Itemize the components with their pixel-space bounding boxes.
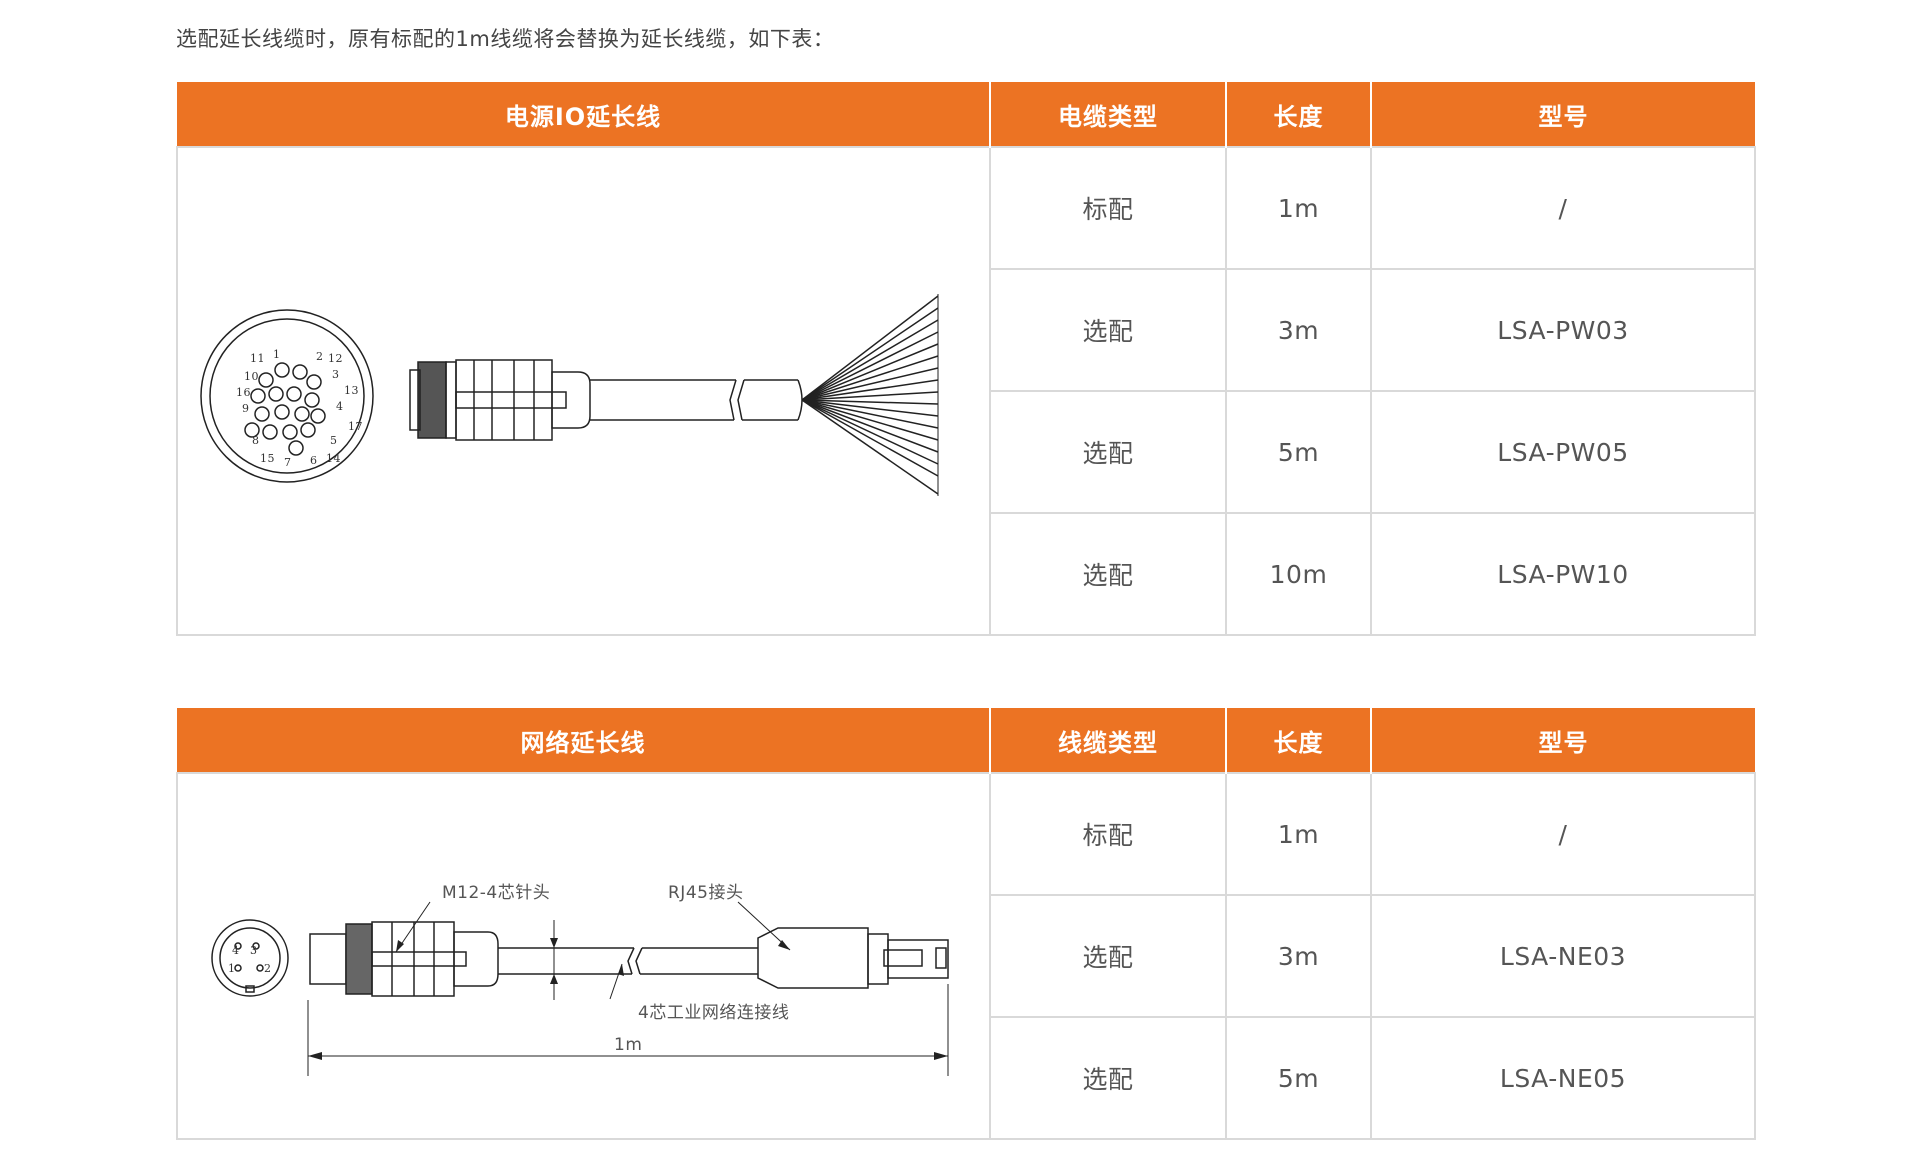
model-cell: LSA-PW03 [1370, 268, 1756, 392]
pin-label: 4 [232, 944, 240, 957]
pin-label: 17 [348, 420, 363, 433]
pin-label: 14 [326, 452, 341, 465]
length-dimension-label: 1m [614, 1035, 642, 1055]
table-row: 选配 3m LSA-PW03 [177, 268, 1756, 392]
pin-label: 5 [330, 434, 338, 447]
length-cell: 5m [1225, 1016, 1372, 1140]
cable-type-cell: 选配 [989, 390, 1227, 514]
header-cable-type: 线缆类型 [989, 708, 1227, 773]
table-row: 选配 5m LSA-NE05 [177, 1016, 1756, 1140]
length-cell: 3m [1225, 268, 1372, 392]
pin-label: 7 [284, 456, 292, 469]
model-cell: / [1370, 772, 1756, 896]
connector-label: M12-4芯针头 [442, 883, 550, 903]
pin-label: 11 [250, 352, 265, 365]
header-product: 电源IO延长线 [177, 82, 991, 147]
length-cell: 1m [1225, 146, 1372, 270]
pin-label: 3 [332, 368, 340, 381]
pin-label: 2 [264, 962, 272, 975]
length-cell: 3m [1225, 894, 1372, 1018]
network-cable-diagram: 4 3 1 2 M12-4芯针头 RJ45接头 4芯工业网络连接线 1m [211, 883, 949, 1076]
cable-label: 4芯工业网络连接线 [638, 1003, 789, 1023]
model-cell: LSA-NE05 [1370, 1016, 1756, 1140]
table-row: 选配 3m LSA-NE03 [177, 894, 1756, 1018]
table-header-row: 网络延长线 线缆类型 长度 型号 [177, 708, 1755, 773]
power-cable-diagram-cell: 11 1 2 12 10 3 16 13 9 4 17 8 5 15 [176, 146, 991, 636]
pin-label: 1 [228, 962, 236, 975]
table-row: 选配 5m LSA-PW05 [177, 390, 1756, 514]
cable-type-cell: 选配 [989, 1016, 1227, 1140]
cable-type-cell: 标配 [989, 146, 1227, 270]
pin-label: 15 [260, 452, 275, 465]
model-cell: LSA-NE03 [1370, 894, 1756, 1018]
cable-type-cell: 选配 [989, 512, 1227, 636]
power-io-extension-table: 电源IO延长线 电缆类型 长度 型号 [176, 82, 1756, 636]
pin-label: 4 [336, 400, 344, 413]
cable-type-cell: 选配 [989, 894, 1227, 1018]
cable-type-cell: 标配 [989, 772, 1227, 896]
pin-label: 1 [273, 348, 281, 361]
network-extension-table: 网络延长线 线缆类型 长度 型号 [176, 708, 1756, 1140]
pin-label: 2 [316, 350, 324, 363]
model-cell: / [1370, 146, 1756, 270]
pin-label: 3 [250, 944, 258, 957]
pin-label: 13 [344, 384, 359, 397]
power-cable-diagram: 11 1 2 12 10 3 16 13 9 4 17 8 5 15 [200, 294, 939, 496]
header-length: 长度 [1225, 708, 1372, 773]
length-cell: 1m [1225, 772, 1372, 896]
pin-label: 10 [244, 370, 259, 383]
pin-label: 6 [310, 454, 318, 467]
table-row: 11 1 2 12 10 3 16 13 9 4 17 8 5 15 [176, 146, 1756, 636]
model-cell: LSA-PW10 [1370, 512, 1756, 636]
table-row: 选配 10m LSA-PW10 [177, 512, 1756, 636]
header-cable-type: 电缆类型 [989, 82, 1227, 147]
table-header-row: 电源IO延长线 电缆类型 长度 型号 [177, 82, 1755, 147]
model-cell: LSA-PW05 [1370, 390, 1756, 514]
pin-label: 12 [328, 352, 343, 365]
header-product: 网络延长线 [177, 708, 991, 773]
cable-type-cell: 选配 [989, 268, 1227, 392]
length-cell: 5m [1225, 390, 1372, 514]
header-model: 型号 [1370, 708, 1755, 773]
intro-text: 选配延长线缆时，原有标配的1m线缆将会替换为延长线缆，如下表： [176, 27, 835, 51]
header-model: 型号 [1370, 82, 1755, 147]
pin-label: 9 [242, 402, 250, 415]
rj45-label: RJ45接头 [668, 883, 743, 903]
pin-label: 8 [252, 434, 260, 447]
pin-label: 16 [236, 386, 251, 399]
network-cable-diagram-cell: 4 3 1 2 M12-4芯针头 RJ45接头 4芯工业网络连接线 1m [176, 772, 991, 1140]
table-row: 4 3 1 2 M12-4芯针头 RJ45接头 4芯工业网络连接线 1m 标配 … [176, 772, 1756, 1140]
header-length: 长度 [1225, 82, 1372, 147]
length-cell: 10m [1225, 512, 1372, 636]
